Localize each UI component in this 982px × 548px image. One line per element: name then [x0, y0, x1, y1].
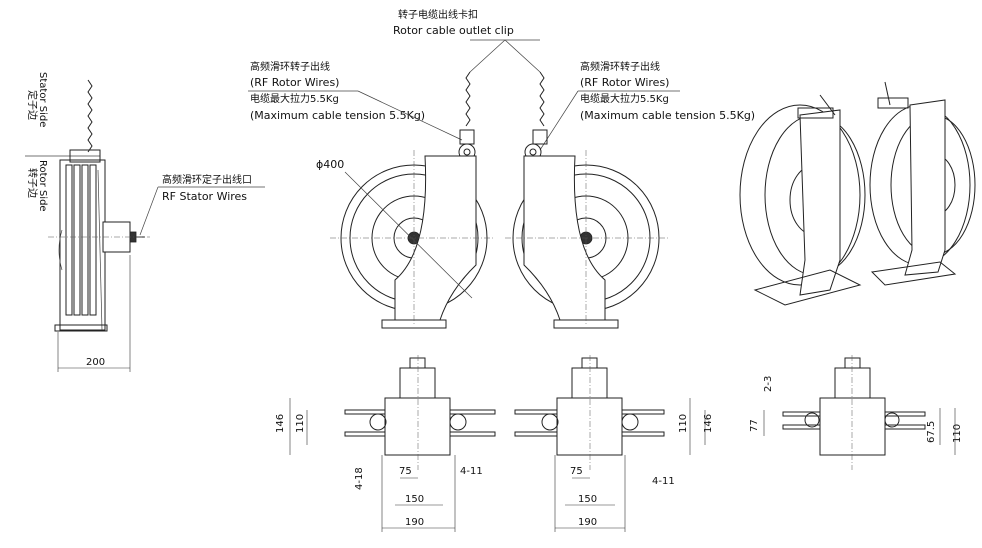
- rotor-side-cn: 转子边: [26, 168, 39, 198]
- blv-d75: 75: [399, 466, 412, 477]
- outlet-clip-label-cn: 转子电缆出线卡扣: [398, 8, 478, 21]
- right-tension-en: (Maximum cable tension 5.5Kg): [580, 109, 755, 122]
- stator-side-en: Stator Side: [37, 72, 48, 127]
- stator-side-cn: 定子边: [26, 90, 39, 120]
- left-rotor-cn: 高频滑环转子出线: [250, 60, 330, 73]
- left-rotor-en: (RF Rotor Wires): [250, 76, 339, 89]
- right-rotor-cn: 高频滑环转子出线: [580, 60, 660, 73]
- brv-d77: 77: [749, 419, 760, 432]
- outlet-clip-callout: 转子电缆出线卡扣 Rotor cable outlet clip: [393, 8, 541, 73]
- side-width-dim: 200: [86, 357, 105, 368]
- isometric-view-2: [869, 81, 976, 286]
- stator-label-en: RF Stator Wires: [162, 190, 247, 203]
- right-rotor-callout: 高频滑环转子出线 (RF Rotor Wires) 电缆最大拉力5.5Kg (M…: [539, 60, 755, 151]
- bmv-h146: 146: [703, 414, 714, 433]
- rotor-side-en: Rotor Side: [37, 160, 48, 212]
- brv-d23: 2-3: [763, 376, 774, 392]
- blv-h110: 110: [295, 414, 306, 433]
- blv-hole: 4-18: [354, 467, 365, 490]
- blv-d190: 190: [405, 517, 424, 528]
- blv-d150: 150: [405, 494, 424, 505]
- right-rotor-en: (RF Rotor Wires): [580, 76, 669, 89]
- side-view: Stator Side 定子边 Rotor Side 转子边 200: [25, 72, 150, 372]
- brv-d110: 110: [952, 424, 963, 443]
- bottom-view-middle: 110 146 75 150 190 4-11: [514, 355, 714, 532]
- right-tension-cn: 电缆最大拉力5.5Kg: [580, 92, 669, 105]
- bmv-h110: 110: [678, 414, 689, 433]
- diameter-label: ϕ400: [316, 158, 344, 171]
- front-view-left: ϕ400: [316, 71, 495, 329]
- bottom-view-left: 146 110 4-18 75 150 190 4-11: [275, 355, 496, 532]
- stator-label-cn: 高频滑环定子出线口: [162, 173, 252, 186]
- side-chain: [87, 79, 93, 153]
- blv-h146: 146: [275, 414, 286, 433]
- isometric-view-1: [739, 94, 866, 306]
- bottom-view-right: 2-3 77 67.5 110: [749, 355, 963, 470]
- bmv-slot: 4-11: [652, 476, 675, 487]
- left-tension-en: (Maximum cable tension 5.5Kg): [250, 109, 425, 122]
- blv-slot: 4-11: [460, 466, 483, 477]
- left-rotor-callout: 高频滑环转子出线 (RF Rotor Wires) 电缆最大拉力5.5Kg (M…: [248, 60, 463, 141]
- brv-d675: 67.5: [926, 421, 937, 443]
- front-view-right: [505, 71, 670, 329]
- stator-callout: 高频滑环定子出线口 RF Stator Wires: [139, 173, 265, 236]
- outlet-clip-label-en: Rotor cable outlet clip: [393, 24, 514, 37]
- bmv-d150: 150: [578, 494, 597, 505]
- left-tension-cn: 电缆最大拉力5.5Kg: [250, 92, 339, 105]
- bmv-d75: 75: [570, 466, 583, 477]
- bmv-d190: 190: [578, 517, 597, 528]
